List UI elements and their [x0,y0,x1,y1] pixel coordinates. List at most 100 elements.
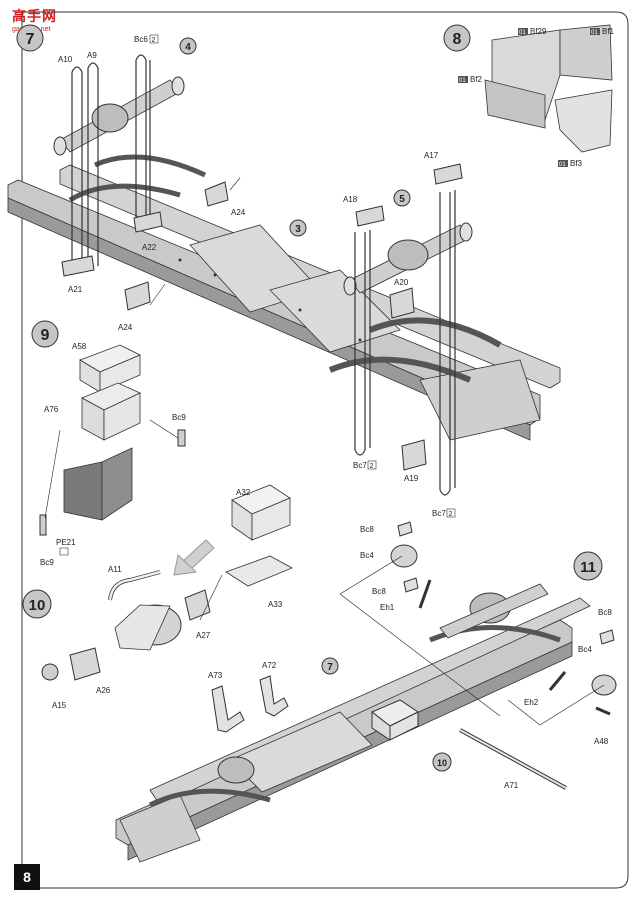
label-a71: A71 [504,781,519,790]
part-bc8-2 [403,577,419,593]
callout-4-text: 4 [185,42,191,53]
step-8-number: 8 [453,31,462,48]
part-eh2 [548,671,567,691]
part-bc9-bolt-2 [39,514,47,536]
label-a11: A11 [108,565,122,574]
part-bc8-3 [599,629,615,645]
label-pe21: PE21 [56,538,76,547]
quantity-box [367,460,377,470]
page-border [21,11,629,889]
label-sprue-01: 01 [591,30,598,36]
callout-7 [321,657,339,675]
label-bc6: Bc6 [134,35,148,44]
step-11-assembly: 11 7 [115,521,617,863]
quantity-box [149,34,159,44]
label-qty-bc7-rear: 2 [449,511,453,518]
label-a18: A18 [343,195,358,204]
label-a27: A27 [196,631,211,640]
part-bf2 [484,79,546,129]
callout-3-text: 3 [295,224,301,235]
sprue-tag [590,28,600,35]
part-bc8 [397,521,413,537]
sprue-tag [458,76,468,83]
label-a17: A17 [424,151,439,160]
callout-10-text: 10 [437,758,447,768]
part-a19-shackle [401,439,427,471]
part-a24-bracket-2 [124,281,151,311]
step-7-assembly: 7 [7,24,561,518]
label-bf2: Bf2 [470,75,483,84]
step-8-assembly: 8 01 Bf29 01 Bf1 01 Bf2 01 Bf3 [443,24,615,168]
part-bf1 [559,24,613,81]
label-bc8-right: Bc8 [598,608,612,617]
part-a73 [211,685,245,733]
part-eh1 [418,579,432,609]
label-bf1: Bf1 [602,27,615,36]
part-a27 [184,589,211,621]
callout-5-text: 5 [399,194,405,205]
label-qty-bc7: 2 [370,463,374,470]
part-a15 [41,663,59,681]
quantity-box [446,508,456,518]
step-7-badge [16,24,44,52]
callout-3 [289,219,307,237]
sprue-tag [558,160,568,167]
label-bf29: Bf29 [530,27,547,36]
label-sprue-01: 01 [559,162,566,168]
part-bc9-bolt [177,429,186,447]
part-a17-plate [433,163,463,185]
label-a9: A9 [87,51,97,60]
guide-lines [44,177,605,726]
step-8-badge [443,24,471,52]
label-a15: A15 [52,701,67,710]
label-a26: A26 [96,686,111,695]
part-bf3 [554,89,613,153]
label-eh1: Eh1 [380,603,395,612]
callout-10 [432,752,452,772]
label-bc7: Bc7 [353,461,367,470]
page-number: 8 [14,864,40,890]
label-bc4: Bc4 [360,551,374,560]
label-bc4-right: Bc4 [578,645,592,654]
label-sprue-01: 01 [459,78,466,84]
step-11-number: 11 [580,559,596,576]
callout-7-text: 7 [327,662,333,673]
label-a10: A10 [58,55,73,64]
u-bolts-rear [354,190,456,496]
label-a76: A76 [44,405,59,414]
u-bolts-front [71,54,151,270]
part-a33 [225,555,293,587]
step-9-number: 9 [41,327,50,344]
chassis-frame-lower [115,583,591,863]
label-a72: A72 [262,661,277,670]
tank-subassembly: A32 A33 [173,484,293,609]
label-a58: A58 [72,342,87,351]
callout-4 [179,37,197,55]
label-a32: A32 [236,488,251,497]
label-bc7-rear: Bc7 [432,509,446,518]
part-a24-bracket [204,181,229,207]
photo-etch-icon [59,547,69,556]
label-eh2: Eh2 [524,698,539,707]
part-a21-plate [61,255,95,277]
label-a21: A21 [68,285,83,294]
step-11-badge [573,551,603,581]
chassis-frame-upper [7,154,561,441]
sprue-tag [518,28,528,35]
label-a24: A24 [231,208,246,217]
step-9-assembly: 9 A58 A76 Bc9 Bc9 PE21 [31,320,186,567]
part-bc4 [390,544,418,568]
step-10-assembly: 10 A11 A27 A26 A15 [22,565,211,710]
front-axle [53,76,185,156]
label-bc8-lower: Bc8 [372,587,386,596]
label-a22: A22 [142,243,157,252]
label-a73: A73 [208,671,223,680]
step-10-number: 10 [29,597,46,614]
label-a20: A20 [394,278,409,287]
label-bc9: Bc9 [172,413,186,422]
label-a19: A19 [404,474,419,483]
label-qty-bc6: 2 [152,37,156,44]
callout-5 [393,189,411,207]
part-a20-shackle [389,287,415,319]
label-bc8: Bc8 [360,525,374,534]
